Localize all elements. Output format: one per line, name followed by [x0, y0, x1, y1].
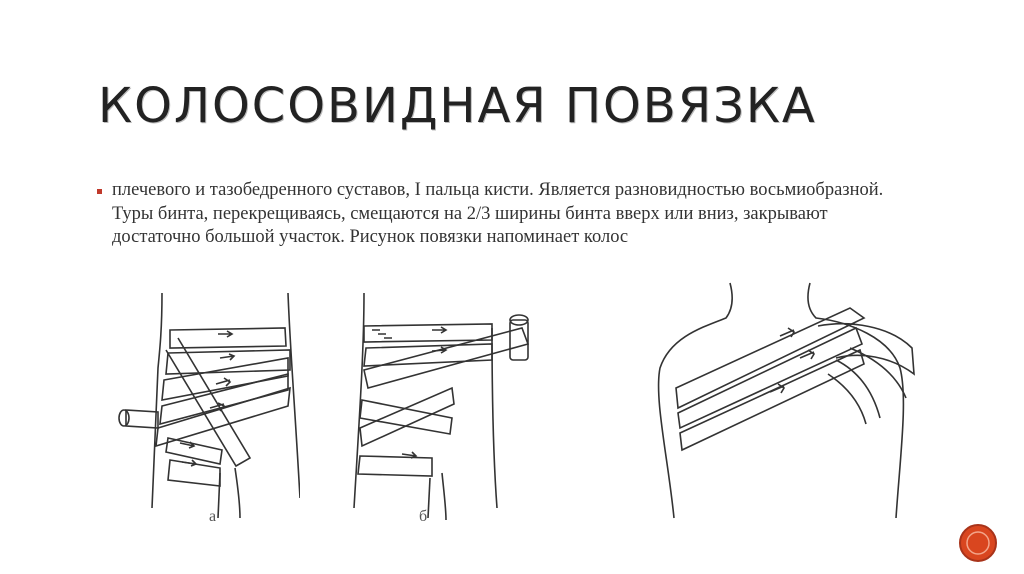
bullet-marker-icon — [97, 189, 102, 194]
hip-spica-illustration-a — [118, 292, 300, 519]
figure-label-a: а — [209, 508, 217, 525]
bandage-illustrations: а б — [90, 278, 970, 558]
slide-title: КОЛОСОВИДНАЯ ПОВЯЗКА — [98, 78, 817, 134]
figure-label-b: б — [419, 508, 428, 525]
shoulder-spica-illustration — [657, 282, 915, 519]
circle-nav-icon[interactable] — [958, 523, 998, 563]
hip-spica-illustration-b — [353, 292, 530, 521]
bullet-text: плечевого и тазобедренного суставов, I п… — [112, 180, 884, 247]
